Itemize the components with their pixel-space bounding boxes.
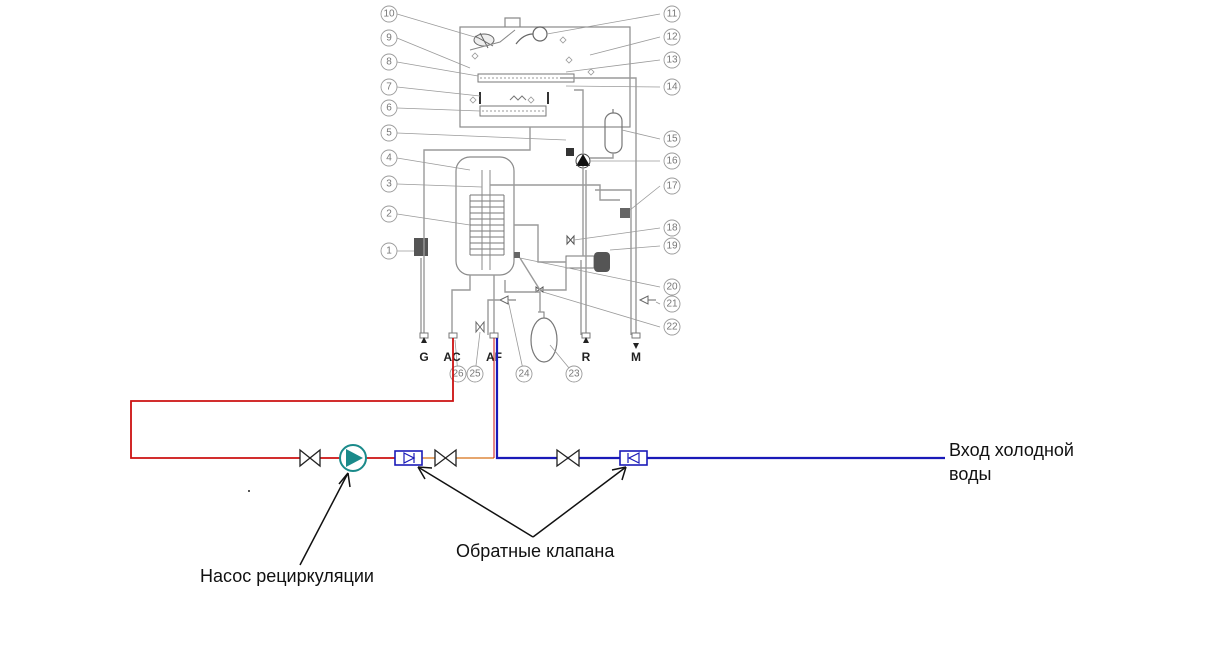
valve-18-icon (566, 234, 575, 246)
storage-tank (455, 156, 515, 276)
callout-leaders (396, 13, 661, 375)
callout-12: 12 (666, 32, 678, 43)
callout-10: 10 (383, 9, 395, 20)
annotations: Вход холодной воды Обратные клапана Насо… (200, 440, 1074, 586)
gas-valve-icon (566, 148, 574, 156)
recirculation-pump-icon (339, 444, 367, 472)
fan-icon (469, 29, 516, 51)
callout-25: 25 (469, 369, 481, 380)
boiler-pump-icon (576, 154, 590, 166)
callout-14: 14 (666, 82, 678, 93)
boiler-schematic: 1 2 3 4 5 6 7 8 9 10 11 12 13 14 15 16 1… (380, 5, 681, 383)
dhw-expansion-vessel (530, 317, 558, 363)
callout-15: 15 (666, 134, 678, 145)
connection-g-label: G (419, 350, 428, 364)
flow-arrows (421, 337, 639, 349)
hot-water-line (130, 338, 454, 459)
callout-11: 11 (667, 9, 678, 20)
connection-m-label: M (631, 350, 641, 364)
gas-cock-icon (414, 238, 428, 256)
callout-26: 26 (452, 369, 464, 380)
callout-21: 21 (666, 299, 678, 310)
stray-dot (248, 490, 250, 492)
callout-4: 4 (386, 153, 392, 164)
callout-1: 1 (386, 246, 392, 257)
flue-hood (504, 17, 521, 27)
valve-17-icon (620, 208, 630, 218)
drain-valve-icon (475, 320, 485, 334)
callout-18: 18 (666, 223, 678, 234)
recirculation-pump-label: Насос рециркуляции (200, 566, 374, 586)
callout-2: 2 (386, 209, 392, 220)
boiler-piping (420, 77, 637, 335)
relief-valve-icon (638, 295, 656, 305)
valve-3-icon (556, 448, 580, 468)
connection-r-label: R (582, 350, 591, 364)
callout-22: 22 (666, 322, 678, 333)
pressure-switch-icon (532, 26, 548, 42)
check-valve-pointer-right (532, 466, 627, 538)
cold-water-inlet-label-line1: Вход холодной (949, 440, 1074, 460)
cold-water-line (495, 338, 945, 460)
callout-numbers: 1 2 3 4 5 6 7 8 9 10 11 12 13 14 15 16 1… (383, 9, 678, 380)
callout-23: 23 (568, 369, 580, 380)
connection-stubs (419, 332, 641, 339)
callout-5: 5 (386, 128, 392, 139)
callout-17: 17 (666, 181, 678, 192)
check-valves-label: Обратные клапана (456, 541, 615, 561)
callout-19: 19 (666, 241, 678, 252)
callout-8: 8 (386, 57, 392, 68)
callout-20: 20 (666, 282, 678, 293)
heating-coil (469, 194, 505, 256)
diverter-motor-icon (594, 252, 610, 272)
burner (479, 105, 547, 117)
callout-7: 7 (386, 82, 392, 93)
check-valve-1-icon (394, 450, 423, 466)
valve-2-icon (434, 448, 457, 468)
expansion-vessel (604, 112, 623, 154)
combustion-chamber (459, 26, 631, 128)
check-valve-2-icon (619, 450, 648, 466)
recirculation-circuit (130, 338, 945, 492)
callout-circles (380, 5, 681, 383)
callout-9: 9 (386, 33, 392, 44)
callout-6: 6 (386, 103, 392, 114)
callout-13: 13 (666, 55, 678, 66)
callout-16: 16 (666, 156, 678, 167)
check-valve-pointer-left (417, 466, 534, 538)
sensor-icon (514, 252, 520, 258)
callout-24: 24 (518, 369, 530, 380)
diverter-valve (565, 255, 595, 269)
pump-pointer-arrow (299, 472, 349, 566)
callout-3: 3 (386, 179, 392, 190)
air-flow-marks (469, 36, 595, 104)
valve-1-icon (299, 448, 321, 468)
cold-water-inlet-label-line2: воды (949, 464, 991, 484)
